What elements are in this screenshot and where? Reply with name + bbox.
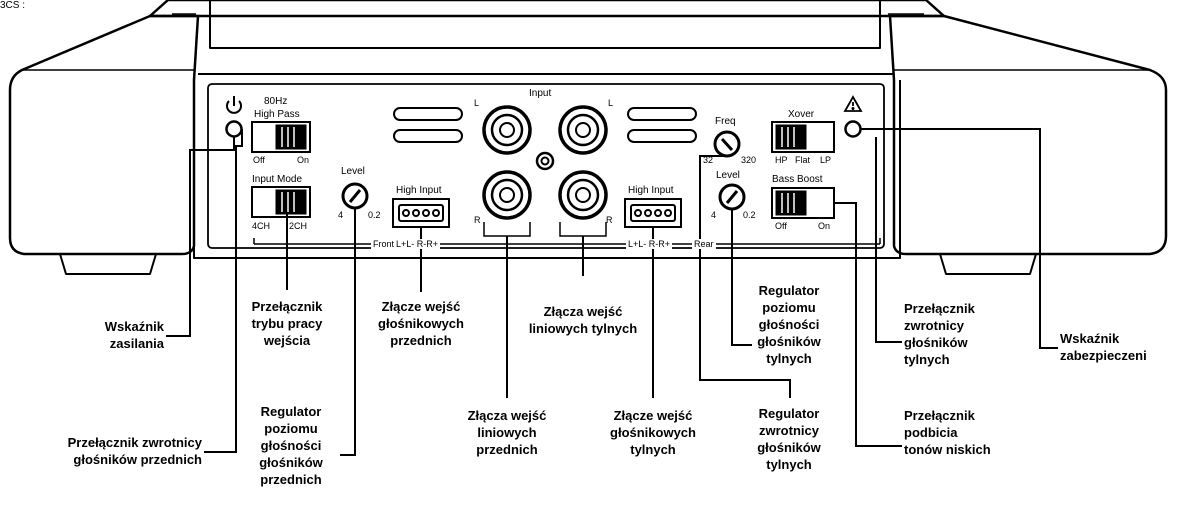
- leader-rear-xover-reg: [699, 155, 791, 398]
- xover-label: Xover: [788, 109, 815, 120]
- front-level-max: 0.2: [368, 210, 381, 220]
- rear-level-min: 4: [711, 210, 717, 220]
- leader-power: [166, 136, 235, 337]
- freq-max-label: 320: [741, 155, 757, 165]
- rca-input-rear-right: [558, 170, 608, 220]
- rear-bar-label: Rear: [692, 239, 716, 249]
- rca-input-rear-left: [558, 105, 608, 155]
- filter-mode-label: High Pass: [254, 109, 300, 120]
- leader-rear-xover: [875, 137, 902, 343]
- freq-knob: [713, 130, 741, 158]
- front-high-input-label: High Input: [396, 185, 442, 196]
- xover-switch: [771, 121, 835, 153]
- leader-front-level: [340, 208, 356, 456]
- power-icon: [226, 96, 242, 114]
- rca-input-front-right: [482, 170, 532, 220]
- rca-bracket-front: [483, 222, 531, 237]
- label-bar-lines: [253, 238, 881, 245]
- input-mode-switch: [251, 186, 311, 218]
- front-level-knob: [341, 182, 369, 210]
- front-level-label: Level: [341, 166, 365, 177]
- xover-flat-label: Flat: [795, 155, 811, 165]
- power-led: [225, 120, 243, 138]
- top-corner-text: 3CS :: [0, 0, 26, 11]
- rca-left-label-2: L: [608, 98, 614, 108]
- front-level-min: 4: [338, 210, 344, 220]
- leader-protection: [861, 128, 1058, 349]
- hp-on-label: On: [297, 155, 310, 165]
- rca-right-label-2: R: [606, 215, 613, 225]
- xover-hp-label: HP: [775, 155, 788, 165]
- rear-terminals-label: L+L- R-R+: [626, 239, 673, 249]
- rca-bracket-rear: [559, 222, 607, 237]
- rear-high-input-label: High Input: [628, 185, 674, 196]
- ch4-label: 4CH: [252, 221, 271, 231]
- vent-slots-left: [393, 107, 463, 143]
- input-label: Input: [529, 88, 552, 99]
- leader-front-xover: [204, 129, 243, 453]
- leader-lines: [166, 128, 1058, 456]
- filter-freq-label: 80Hz: [264, 96, 288, 107]
- rear-level-max: 0.2: [743, 210, 756, 220]
- bass-boost-on-label: On: [818, 221, 831, 231]
- rca-left-label-1: L: [474, 98, 480, 108]
- bass-boost-label: Bass Boost: [772, 174, 823, 185]
- rear-level-knob: [718, 183, 746, 211]
- protection-led: [844, 120, 862, 138]
- rear-high-input-connector: [624, 198, 682, 228]
- freq-label: Freq: [715, 116, 736, 127]
- amplifier-chassis: [8, 0, 1168, 275]
- rear-level-label: Level: [716, 170, 740, 181]
- leader-rear-level: [731, 209, 752, 346]
- ch2-label: 2CH: [289, 221, 308, 231]
- warning-icon: [843, 95, 863, 112]
- ground-screw: [535, 151, 555, 171]
- bass-boost-off-label: Off: [775, 221, 787, 231]
- hp-off-label: Off: [253, 155, 265, 165]
- rca-right-label-1: R: [474, 215, 481, 225]
- front-terminals-label: L+L- R-R+: [394, 239, 441, 249]
- rca-input-front-left: [482, 105, 532, 155]
- input-mode-label: Input Mode: [252, 174, 303, 185]
- freq-min-label: 32: [703, 155, 714, 165]
- leader-bass-boost: [834, 202, 902, 447]
- vent-slots-right: [627, 107, 697, 143]
- xover-lp-label: LP: [820, 155, 832, 165]
- high-pass-switch: [251, 121, 311, 153]
- front-bar-label: Front: [371, 239, 397, 249]
- front-high-input-connector: [392, 198, 450, 228]
- bass-boost-switch: [771, 187, 835, 219]
